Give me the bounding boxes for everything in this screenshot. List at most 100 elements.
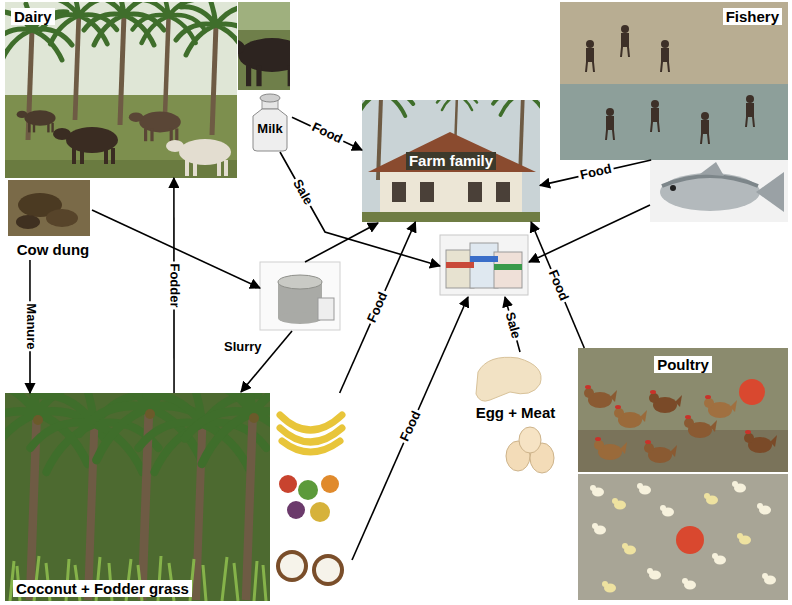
poultry-photo xyxy=(739,379,765,405)
fishery-photo xyxy=(560,2,788,160)
fish-photo xyxy=(662,176,758,186)
poultry-photo xyxy=(578,348,788,472)
dairy-photo xyxy=(17,110,56,132)
chicks-photo xyxy=(637,483,651,495)
fishery-photo xyxy=(606,108,614,140)
chicks-photo xyxy=(712,553,726,565)
biogas-plant xyxy=(278,275,322,289)
egg-meat-panel: Egg + Meat xyxy=(468,352,563,474)
node-label: Milk xyxy=(256,122,283,137)
coconut-fodder-photo xyxy=(10,556,266,601)
market-produce xyxy=(494,264,522,270)
dairy-photo xyxy=(84,2,164,125)
farm-house-photo xyxy=(380,172,522,214)
poultry-photo xyxy=(684,415,717,438)
farm-family-panel: Farm family xyxy=(362,100,540,222)
milk-can-body xyxy=(253,109,287,151)
produce-photos xyxy=(276,550,308,582)
produce-photos xyxy=(272,400,350,462)
poultry-photo xyxy=(744,430,777,453)
poultry-photo xyxy=(614,405,647,428)
node-label: Poultry xyxy=(654,356,712,373)
coconut-fodder-photo xyxy=(33,415,43,425)
fishery-photo xyxy=(746,95,754,127)
chicks-photo xyxy=(590,485,604,497)
fishery-photo xyxy=(651,100,659,132)
flow-arrow xyxy=(531,222,584,348)
node-label: Egg + Meat xyxy=(473,404,559,421)
produce-photos xyxy=(287,501,305,519)
edge-label: Fodder xyxy=(167,261,182,309)
edge-label: Food xyxy=(308,119,347,148)
produce-photos xyxy=(298,480,318,500)
market-produce xyxy=(440,235,528,295)
node-label: Dairy xyxy=(11,8,55,25)
produce-photos xyxy=(321,475,339,493)
market-produce xyxy=(440,235,528,295)
produce-photos xyxy=(312,554,344,586)
farm-house-photo xyxy=(468,182,482,202)
market-produce xyxy=(446,262,474,268)
node-label: Coconut + Fodder grass xyxy=(13,580,192,597)
fish-photo xyxy=(650,160,788,222)
poultry-panel: Poultry xyxy=(578,348,788,472)
chicks-photo xyxy=(757,503,771,515)
milk-can: Milk xyxy=(248,92,292,152)
poultry-photo xyxy=(649,390,682,413)
produce-photos xyxy=(310,502,330,522)
chicks-photo xyxy=(578,474,788,600)
farm-house-photo xyxy=(420,182,434,202)
poultry-photo xyxy=(578,430,788,472)
dairy-photo xyxy=(129,112,181,142)
poultry-photo xyxy=(704,395,737,418)
poultry-photo xyxy=(578,348,788,472)
produce-photos xyxy=(272,532,350,598)
cow-photo xyxy=(238,38,290,86)
produce-photos xyxy=(280,554,304,578)
produce-photos xyxy=(316,558,340,582)
cow-photo xyxy=(238,2,290,30)
dairy-photo xyxy=(53,127,118,164)
flow-arrow xyxy=(305,223,378,262)
cow-dung-photo xyxy=(8,180,90,236)
coconut-panel: Coconut + Fodder grass xyxy=(5,393,350,601)
market-produce xyxy=(470,256,498,262)
produce-photos xyxy=(280,415,342,452)
dairy-photo xyxy=(166,139,231,176)
flow-arrow xyxy=(292,117,362,150)
cow-photo xyxy=(238,2,290,90)
chicks-photo xyxy=(592,523,606,535)
chicks-photo xyxy=(762,573,776,585)
produce-photos xyxy=(279,475,297,493)
edge-label: Food xyxy=(576,161,614,184)
dairy-photo xyxy=(176,2,237,135)
flow-arrow xyxy=(529,205,650,262)
fish-photo xyxy=(756,172,784,212)
flow-arrow xyxy=(352,297,468,560)
milk-can-lid xyxy=(260,94,280,102)
dairy-photo xyxy=(5,2,237,178)
flow-label: Sale xyxy=(501,308,524,342)
edge-label: Food xyxy=(363,288,391,327)
produce-photos xyxy=(272,466,350,528)
biogas-plant xyxy=(260,262,340,330)
chicks-photo xyxy=(676,526,704,554)
cow-dung-photo xyxy=(8,180,90,236)
dairy-photo xyxy=(133,2,205,115)
farm-house-photo xyxy=(392,182,406,202)
egg-meat-photos xyxy=(519,427,541,453)
chicks-photo xyxy=(704,493,718,505)
coconut-fodder-photo xyxy=(5,393,270,601)
chicks-photo xyxy=(647,568,661,580)
chicks-photo xyxy=(622,543,636,555)
edge-label: Manure xyxy=(23,301,38,351)
flow-arrow xyxy=(92,152,650,560)
node-label: Farm family xyxy=(406,152,496,169)
chicks-photo xyxy=(660,505,674,517)
fish-photo xyxy=(670,185,676,191)
fish-photo xyxy=(660,173,760,211)
poultry-photo xyxy=(644,440,677,463)
